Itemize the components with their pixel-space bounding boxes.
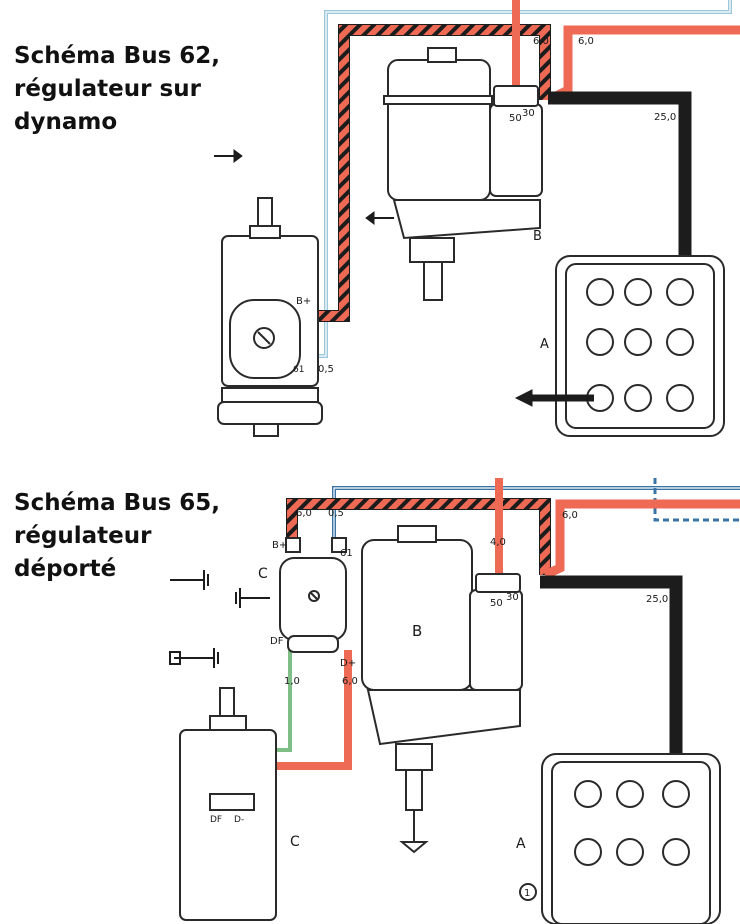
diagram-bus-62: 6,0 6,0 25,0 0,5 50 30 B+ 61 B A (214, 0, 740, 437)
label-circle-marker: 1 (524, 888, 530, 899)
starter-motor-65 (361, 525, 523, 854)
wire-size-blue: 0,5 (318, 364, 334, 375)
heading-bus-65-line-2: régulateur (14, 523, 152, 549)
terminal-dynamo-d: D- (234, 815, 244, 825)
wire-size-red-top-right: 6,0 (578, 36, 594, 47)
label-battery-a: A (540, 337, 549, 352)
terminal-30: 30 (522, 108, 535, 119)
wire-size-red-right: 6,0 (562, 510, 578, 521)
wire-black-25 (548, 91, 692, 290)
wire-black-25-65 (540, 575, 683, 790)
wire-size-red-top-left: 6,0 (533, 36, 549, 47)
heading-bus-62-line-3: dynamo (14, 109, 118, 135)
wire-size-red-mid: 4,0 (490, 537, 506, 548)
dynamo-62 (217, 197, 323, 437)
dynamo-65 (179, 687, 277, 921)
battery-65 (519, 753, 721, 924)
ground-icons-65 (169, 570, 270, 668)
terminal-reg-b: B+ (272, 540, 287, 551)
heading-bus-62-line-1: Schéma Bus 62, (14, 43, 221, 69)
wire-red-right-65 (543, 499, 740, 580)
wire-size-green: 1,0 (284, 676, 300, 687)
label-battery-a-65: A (516, 836, 526, 852)
wire-size-blue-left: 0,5 (328, 508, 344, 519)
heading-bus-65: Schéma Bus 65, régulateur déporté (14, 487, 220, 586)
heading-bus-65-line-3: déporté (14, 556, 117, 582)
terminal-30-65: 30 (506, 592, 519, 603)
label-dynamo-c: C (290, 834, 300, 850)
terminal-b-plus: B+ (296, 296, 311, 307)
starter-motor-62 (383, 47, 543, 301)
heading-bus-62: Schéma Bus 62, régulateur sur dynamo (14, 40, 220, 139)
wire-size-red-left: 6,0 (296, 508, 312, 519)
terminal-reg-d: D+ (340, 658, 356, 669)
diagram-bus-65: 6,0 0,5 4,0 6,0 25,0 1,0 6,0 B+ 61 DF D+… (169, 478, 740, 924)
terminal-50: 50 (509, 113, 522, 124)
wire-size-red-d-plus: 6,0 (342, 676, 358, 687)
arrow-icons-62 (214, 149, 594, 407)
terminal-reg-df: DF (270, 636, 284, 647)
battery-62 (555, 255, 725, 437)
terminal-dynamo-df: DF (210, 815, 222, 825)
regulator-65 (279, 537, 347, 653)
terminal-61: 61 (293, 365, 304, 375)
wire-size-black-main: 25,0 (654, 112, 676, 123)
label-starter-b: B (533, 229, 542, 244)
dashed-outline (653, 478, 740, 522)
wire-size-black-main-65: 25,0 (646, 594, 668, 605)
label-starter-b-65: B (412, 622, 422, 640)
label-regulator-c: C (258, 566, 268, 582)
terminal-50-65: 50 (490, 598, 503, 609)
heading-bus-65-line-1: Schéma Bus 65, (14, 490, 221, 516)
heading-bus-62-line-2: régulateur sur (14, 76, 201, 102)
terminal-reg-61: 61 (340, 548, 353, 559)
